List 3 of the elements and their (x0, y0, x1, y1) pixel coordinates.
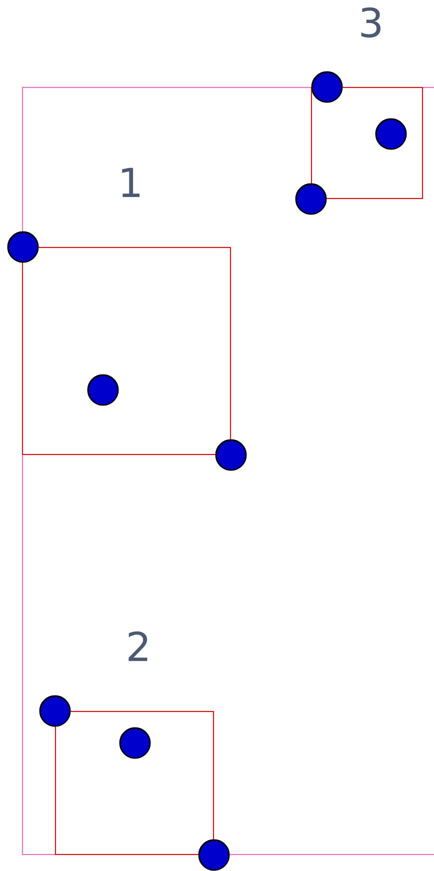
region-number: 1 (118, 164, 144, 204)
region-number: 3 (358, 4, 384, 44)
region-number: 2 (126, 628, 152, 668)
